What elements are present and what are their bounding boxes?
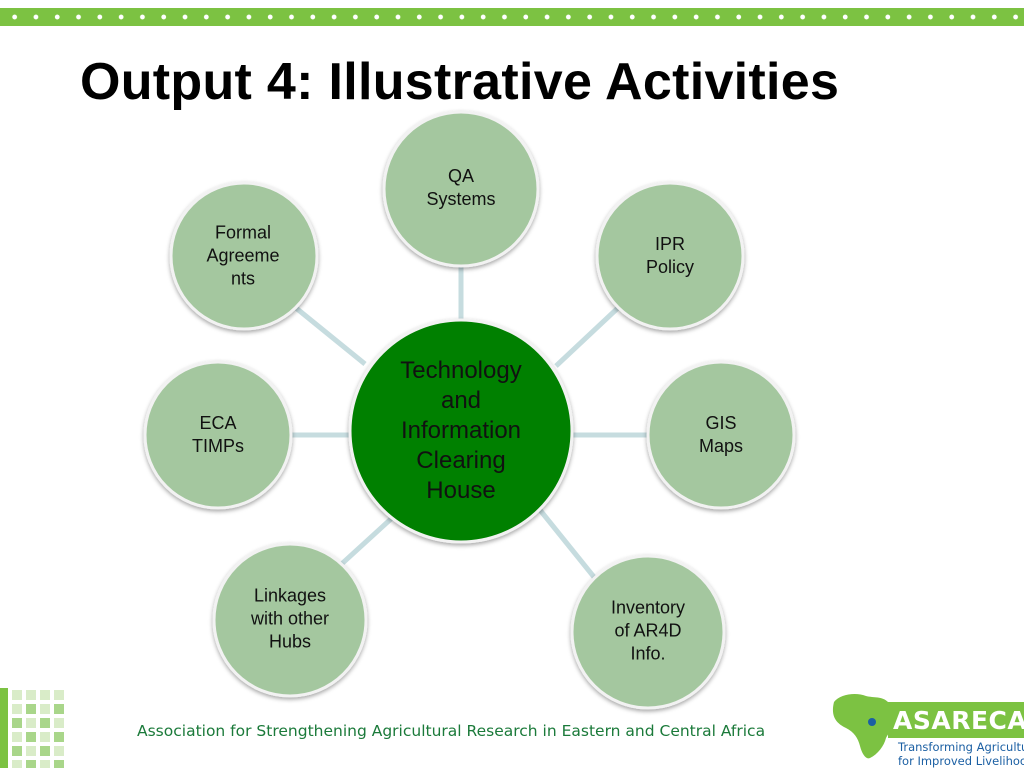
- footer-organization-name: Association for Strengthening Agricultur…: [137, 722, 766, 740]
- node-label-eca-timps: ECA TIMPs: [192, 413, 244, 456]
- connector-ipr-policy: [554, 304, 622, 368]
- center-node: [348, 318, 574, 544]
- outer-nodes: [143, 110, 796, 710]
- node-label-gis-maps: GIS Maps: [698, 413, 744, 456]
- node-formal-agreements: [169, 181, 319, 331]
- center-node-label: Technology and Information Clearing Hous…: [400, 357, 522, 504]
- asareca-logo: [832, 694, 1024, 759]
- connector-inventory-ar4d: [538, 508, 600, 584]
- logo-tagline-line2: for Improved Livelihoods: [898, 754, 1024, 768]
- node-label-formal-agreements: Formal Agreeme nts: [206, 222, 280, 289]
- slide-title: Output 4: Illustrative Activities: [80, 53, 840, 111]
- node-eca-timps: [143, 360, 293, 510]
- connector-formal-agreements: [294, 306, 367, 366]
- logo-tagline-line1: Transforming Agriculture: [898, 740, 1024, 754]
- node-label-inventory-ar4d: Inventory of AR4D Info.: [610, 597, 686, 664]
- africa-map-icon: [832, 694, 900, 759]
- top-decorative-bar: [0, 8, 1024, 26]
- connector-linkages-hubs: [333, 516, 394, 572]
- logo-wordmark: ASARECA: [893, 706, 1024, 735]
- node-inventory-ar4d: [570, 554, 726, 710]
- node-gis-maps: [646, 360, 796, 510]
- connectors: [290, 252, 650, 584]
- node-label-linkages-hubs: Linkages with other Hubs: [250, 585, 330, 652]
- node-label-ipr-policy: IPR Policy: [645, 234, 695, 277]
- footer-grid-pattern: [0, 688, 64, 768]
- node-ipr-policy: [595, 181, 745, 331]
- top-bar-dots: [0, 8, 1024, 26]
- node-label-qa-systems: QA Systems: [426, 166, 496, 209]
- node-qa-systems: [382, 110, 540, 268]
- node-linkages-hubs: [212, 542, 368, 698]
